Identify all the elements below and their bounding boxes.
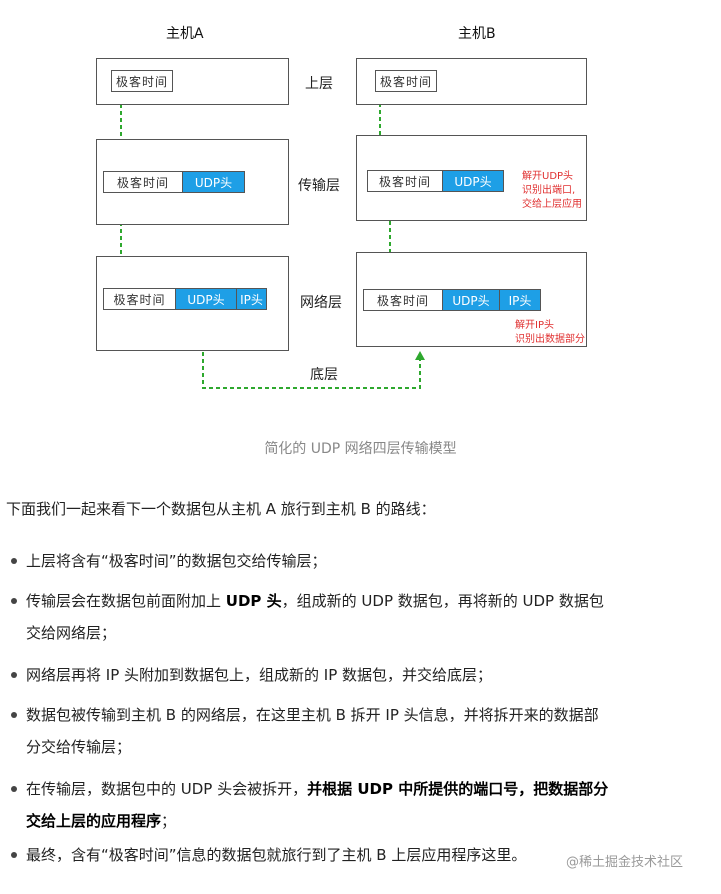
text-run: 上层将含有“极客时间”的数据包交给传输层；	[26, 552, 327, 570]
layer-label-top: 上层	[305, 76, 333, 92]
note-line: 识别出端口,	[522, 185, 576, 196]
udp-header-cell: UDP头	[182, 171, 245, 193]
udp-header-cell: UDP头	[442, 289, 500, 311]
bullet-line: 交给网络层；	[26, 622, 116, 643]
note-network: 解开IP头 识别出数据部分	[515, 319, 585, 347]
layer-label-transport: 传输层	[298, 178, 340, 194]
text-run: 网络层再将 IP 头附加到数据包上，组成新的 IP 数据包，并交给底层；	[26, 666, 493, 684]
host-a-top-layer: 极客时间	[96, 58, 289, 105]
data-cell: 极客时间	[103, 171, 183, 193]
host-a-network-layer: 极客时间 UDP头 IP头	[96, 256, 289, 351]
arrowhead-b-network	[415, 351, 425, 360]
data-cell: 极客时间	[363, 289, 443, 311]
bullet-dot	[11, 598, 17, 604]
text-run: ；	[161, 812, 177, 830]
note-line: 解开UDP头	[522, 171, 574, 182]
bullet-line: 在传输层，数据包中的 UDP 头会被拆开，并根据 UDP 中所提供的端口号，把数…	[26, 778, 608, 799]
host-a-title: 主机A	[166, 26, 204, 42]
data-cell: 极客时间	[103, 288, 176, 310]
layer-label-network: 网络层	[300, 295, 342, 311]
text-run: 在传输层，数据包中的 UDP 头会被拆开，	[26, 780, 308, 798]
text-run: 交给网络层；	[26, 624, 117, 642]
bullet-line: 传输层会在数据包前面附加上 UDP 头，组成新的 UDP 数据包，再将新的 UD…	[26, 590, 604, 611]
host-b-title: 主机B	[458, 26, 496, 42]
text-run: ，组成新的 UDP 数据包，再将新的 UDP 数据包	[281, 592, 604, 610]
host-a-transport-layer: 极客时间 UDP头	[96, 139, 289, 225]
text-run: 传输层会在数据包前面附加上	[26, 592, 226, 610]
note-line: 交给上层应用	[522, 199, 582, 210]
note-transport: 解开UDP头 识别出端口, 交给上层应用	[522, 170, 582, 212]
bullet-dot	[11, 786, 17, 792]
intro-text: 下面我们一起来看下一个数据包从主机 A 旅行到主机 B 的路线：	[6, 500, 436, 518]
bullet-dot	[11, 852, 17, 858]
bullet-dot	[11, 672, 17, 678]
arrow-bottom-link	[202, 352, 421, 389]
udp-header-cell: UDP头	[442, 170, 504, 192]
bullet-line: 分交给传输层；	[26, 736, 131, 757]
bullet-line: 数据包被传输到主机 B 的网络层，在这里主机 B 拆开 IP 头信息，并将拆开来…	[26, 704, 599, 725]
bold-text: 并根据 UDP 中所提供的端口号，把数据部分	[307, 780, 609, 798]
host-b-transport-layer: 极客时间 UDP头 解开UDP头 识别出端口, 交给上层应用	[356, 135, 587, 221]
bullet-line: 交给上层的应用程序；	[26, 810, 176, 831]
bullet-line: 最终，含有“极客时间”信息的数据包就旅行到了主机 B 上层应用程序这里。	[26, 844, 526, 865]
data-cell: 极客时间	[375, 70, 437, 92]
layer-label-bottom: 底层	[310, 367, 338, 383]
watermark: @稀土掘金技术社区	[566, 855, 684, 870]
bullet-line: 网络层再将 IP 头附加到数据包上，组成新的 IP 数据包，并交给底层；	[26, 664, 492, 685]
bullet-dot	[11, 558, 17, 564]
text-run: 数据包被传输到主机 B 的网络层，在这里主机 B 拆开 IP 头信息，并将拆开来…	[26, 706, 599, 724]
note-line: 识别出数据部分	[515, 334, 585, 345]
ip-header-cell: IP头	[236, 288, 267, 310]
bullet-line: 上层将含有“极客时间”的数据包交给传输层；	[26, 550, 327, 571]
bold-text: UDP 头	[225, 592, 282, 610]
note-line: 解开IP头	[515, 320, 554, 331]
host-b-network-layer: 极客时间 UDP头 IP头 解开IP头 识别出数据部分	[356, 252, 587, 347]
ip-header-cell: IP头	[499, 289, 541, 311]
text-run: 最终，含有“极客时间”信息的数据包就旅行到了主机 B 上层应用程序这里。	[26, 846, 527, 864]
udp-header-cell: UDP头	[175, 288, 237, 310]
bullet-dot	[11, 712, 17, 718]
data-cell: 极客时间	[367, 170, 443, 192]
text-run: 分交给传输层；	[26, 738, 132, 756]
host-b-top-layer: 极客时间	[356, 58, 587, 105]
bold-text: 交给上层的应用程序	[26, 812, 162, 830]
data-cell: 极客时间	[111, 70, 173, 92]
figure-caption: 简化的 UDP 网络四层传输模型	[264, 441, 457, 457]
